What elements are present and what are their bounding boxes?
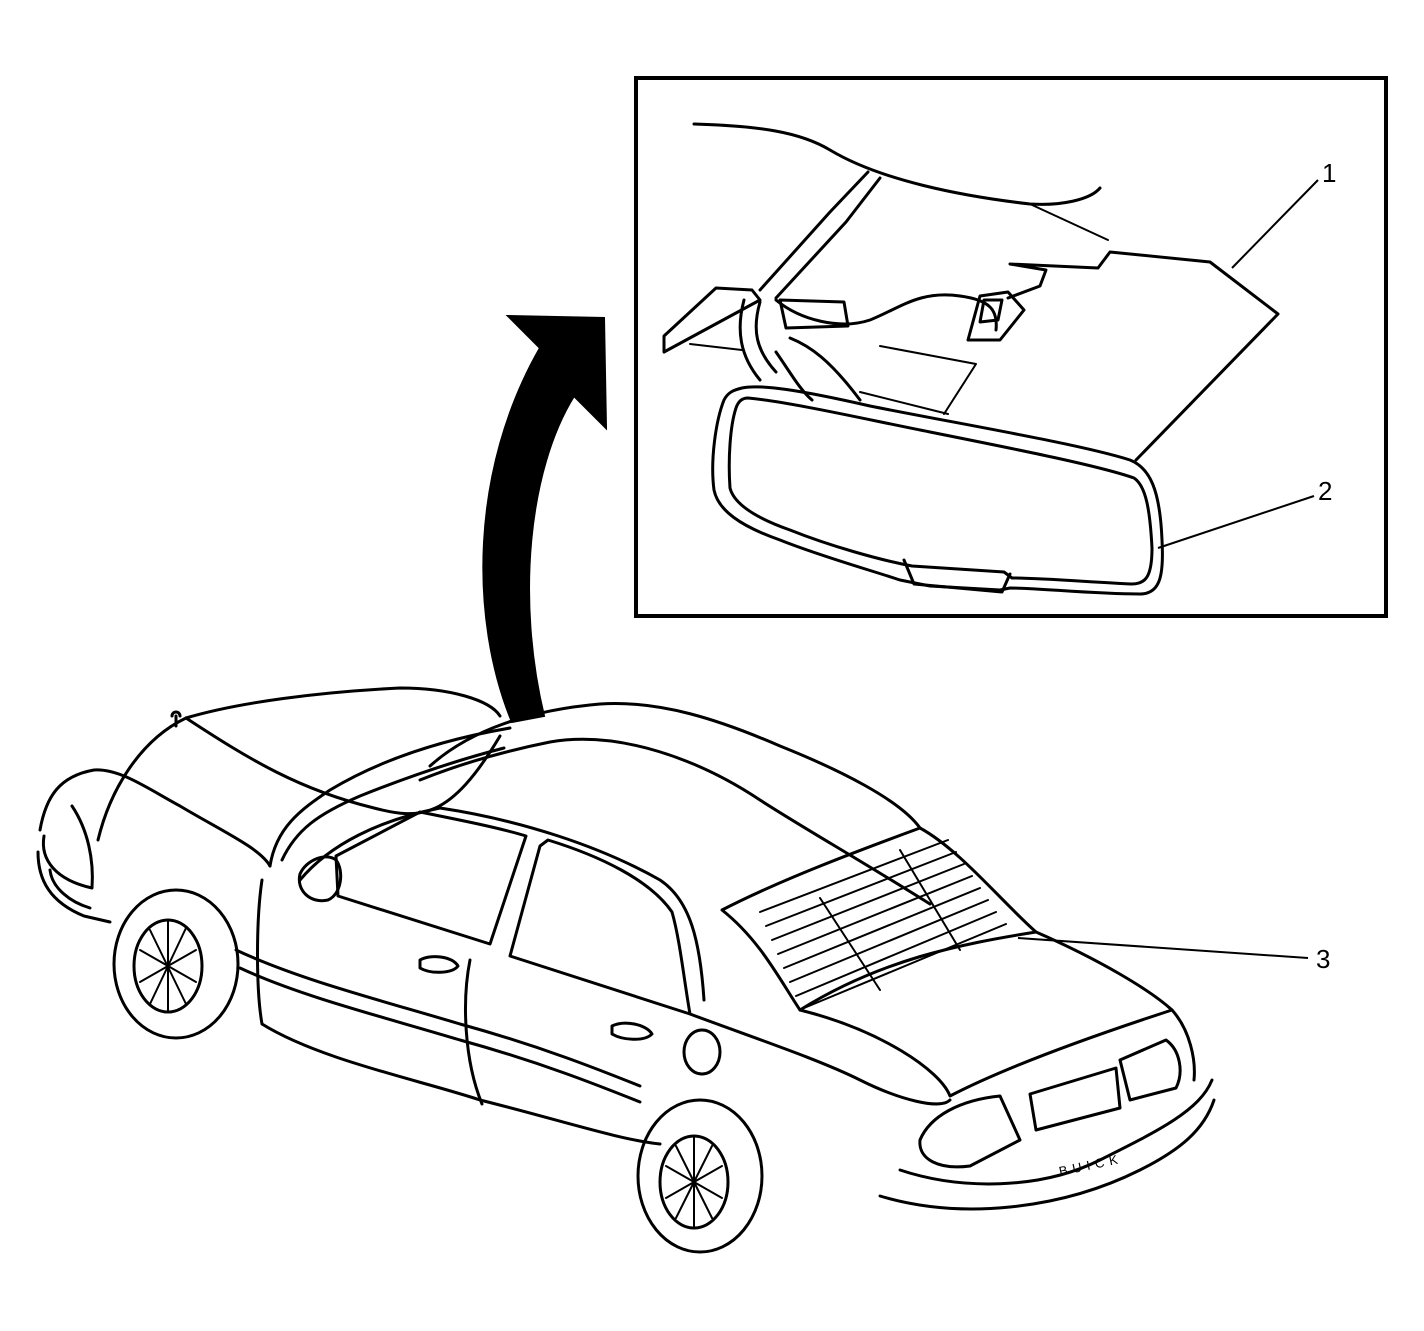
rear-bumper <box>878 1078 1216 1211</box>
rear-quarter <box>688 1008 1196 1106</box>
headliner-contour <box>692 122 1102 206</box>
windshield-edge <box>1029 203 1109 241</box>
callout-3: 3 <box>1316 944 1330 974</box>
body-side-molding <box>234 948 642 1104</box>
defogger-grid-lines <box>759 839 1007 1009</box>
license-plate <box>1028 1066 1122 1132</box>
rear-window-defogger <box>720 826 1038 1012</box>
windshield <box>268 726 512 868</box>
housing-connector <box>966 290 1026 342</box>
mirror-mount-bracket <box>662 286 762 354</box>
mirror-detail-inset <box>634 76 1388 618</box>
sensor-housing <box>1006 250 1280 462</box>
inset-frame <box>634 76 1388 618</box>
body-side-upper <box>256 878 662 1146</box>
leader-line-3 <box>1017 937 1309 959</box>
antenna <box>170 710 182 728</box>
front-fender <box>38 768 272 868</box>
mirror-wire-harness <box>738 293 998 382</box>
stem-shadow <box>859 345 977 415</box>
window-frame <box>298 806 706 1002</box>
windshield-upper-molding <box>758 170 882 300</box>
hood <box>96 686 502 842</box>
mirror-lower-tab <box>902 558 1012 594</box>
rearview-mirror-outer <box>711 385 1164 596</box>
mirror-stem <box>774 298 862 402</box>
trunk-badge: BUICK <box>1058 1151 1124 1179</box>
callout-1: 1 <box>1322 158 1336 188</box>
roof-line <box>428 702 922 830</box>
rear-wheel <box>636 1098 764 1254</box>
fuel-door <box>682 1028 722 1076</box>
rearview-mirror-glass <box>727 396 1154 586</box>
side-mirror <box>297 855 343 903</box>
bracket-lower-line <box>689 343 743 351</box>
front-door-handle <box>418 955 460 974</box>
hood-line <box>184 716 502 816</box>
tail-lamp-right <box>1118 1038 1182 1102</box>
headlamp <box>41 804 94 890</box>
rear-door-window <box>508 838 692 1016</box>
front-wheel <box>112 888 240 1040</box>
front-door-window <box>334 810 528 946</box>
rear-door-handle <box>610 1021 654 1041</box>
tail-lamp-left <box>918 1094 1022 1169</box>
trunk-lid <box>798 930 1174 1098</box>
callout-arrow <box>482 314 608 724</box>
rear-window-outline <box>720 826 1038 1012</box>
leader-line-2 <box>1157 495 1315 549</box>
vehicle-illustration: BUICK <box>36 686 1216 1254</box>
door-split <box>464 958 484 1106</box>
callout-2: 2 <box>1318 476 1332 506</box>
roof-rail <box>418 737 932 906</box>
front-bumper <box>36 850 112 924</box>
leader-line-1 <box>1231 179 1319 269</box>
